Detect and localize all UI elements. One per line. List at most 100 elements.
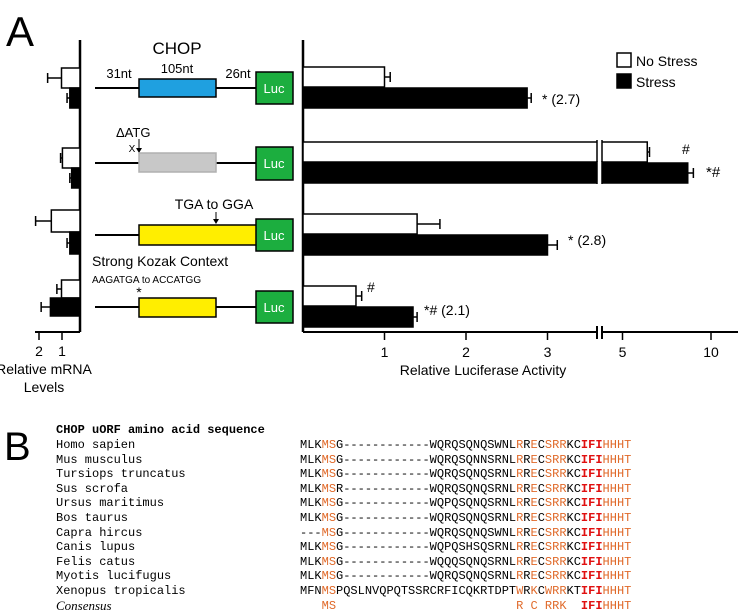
mrna-axis-label-2: Levels [24,379,64,395]
sequence: MLKMSG------------WQRQSQNQSRNLRRECSRRKCI… [300,569,632,584]
species-name: Felis catus [56,554,136,569]
mrna-bar-no-stress [60,67,81,89]
annotation-row4-stress: *# (2.1) [424,302,470,318]
annotation-row3-stress: * (2.8) [568,232,606,248]
luc-tick-label: 2 [462,344,470,360]
mrna-bar-stress [49,297,81,317]
len-31-label: 31nt [106,66,132,81]
mrna-bar-no-stress [61,147,81,169]
down-arrow-head-icon [136,148,142,153]
tga-gga-label: TGA to GGA [175,196,254,212]
mrna-bars [34,67,81,317]
luc-bar-no-stress [302,213,418,235]
uorf-box [138,152,217,173]
mrna-tick-label-1: 1 [58,343,66,359]
legend: No Stress Stress [616,52,697,90]
luc-bar-no-stress [302,66,386,88]
kozak-label: Strong Kozak Context [92,253,228,269]
len-26-label: 26nt [225,66,251,81]
annotation-row1-stress: * (2.7) [542,91,580,107]
sequence: MLKMSG------------WQPQSQNQSRNLRRECSRRKCI… [300,496,632,511]
x-mark: X [129,144,136,155]
sequence: MLKMSG------------WQRQSQNQSWNLRRECSRRKCI… [300,438,632,452]
panel-b-label: B [4,425,31,469]
mrna-bar-stress [69,231,81,255]
luc-bars [302,66,695,328]
annotation-row4-nostress: # [367,279,375,295]
luc-label: Luc [264,81,285,96]
mrna-bar-no-stress [50,209,81,233]
species-name: Ursus maritimus [56,496,165,511]
species-name: Xenopus tropicalis [56,584,186,598]
uorf-box [138,297,217,318]
luc-tick-label: 10 [703,344,719,360]
luc-bar-stress [302,306,414,328]
sequence: MLKMSG------------WQRQSQNNSRNLRRECSRRKCI… [300,452,632,467]
sequence: MLKMSR------------WQRQSQNQSRNLRRECSRRKCI… [300,481,632,496]
species-name: Canis lupus [56,540,136,555]
kozak-sub-label: AAGATGA to ACCATGG [92,275,201,286]
luc-bar-stress [302,234,549,256]
luc-ticks: 1 2 3 5 10 [381,332,719,360]
luc-tick-label: 5 [619,344,627,360]
constructs: CHOP 31nt 105nt 26nt Luc ΔATG X Luc TGA … [92,39,294,324]
sequence: MLKMSG------------WQRQSQNQSRNLRRECSRRKCI… [300,511,632,525]
construct-tga-gga: TGA to GGA Luc [95,196,294,252]
panel-a-label: A [6,8,34,55]
uorf-box [138,224,264,246]
len-105-label: 105nt [161,61,194,76]
legend-label-stress: Stress [636,74,676,90]
species-name: Bos taurus [56,511,129,525]
sequence: MFNMSPQSLNVQPQTSSRCRFICQKRTDPTWRKCWRRKTI… [300,584,632,598]
mrna-bar-stress [69,87,81,109]
sequence: MLKMSG------------WQPQSHSQSRNLRRECSRRKCI… [300,540,632,555]
species-name: Myotis lucifugus [56,569,172,584]
luc-bar-no-stress [302,141,648,163]
axis-break-gap [596,325,603,339]
luc-box [255,290,294,324]
luc-axis-label: Relative Luciferase Activity [400,362,567,378]
sequence: ---MSG------------WQRQSQNQSWNLRRECSRRKCI… [300,525,632,540]
mrna-bar-no-stress [60,279,81,299]
construct-chop: CHOP 31nt 105nt 26nt Luc [95,39,294,105]
alignment-title: CHOP uORF amino acid sequence [56,423,265,437]
mrna-bar-stress [70,167,81,189]
sequence: MLKMSG------------WQRQSQNQSRNLRRECSRRKCI… [300,467,632,482]
luc-bar-no-stress [302,285,357,307]
species-name: Sus scrofa [56,481,129,496]
construct-title: CHOP [152,39,201,58]
luciferase-chart: 1 2 3 5 10 Relative Luciferase Activity No S… [301,40,738,378]
legend-swatch-stress [616,73,632,89]
legend-label-no-stress: No Stress [636,53,697,69]
bar-break-gap [597,141,602,163]
luc-label: Luc [264,156,285,171]
luc-bar-stress [302,87,528,109]
down-arrow-head-icon [213,219,219,224]
luc-box [255,71,294,105]
mrna-tick-label-2: 2 [35,343,43,359]
annotation-row2-stress: *# [706,164,721,181]
delta-atg-label: ΔATG [116,125,150,140]
species-name: Mus musculus [56,452,143,467]
bar-break-gap [597,162,602,184]
species-name: Capra hircus [56,525,143,540]
luc-tick-label: 3 [544,344,552,360]
kozak-star: * [136,284,142,300]
luc-box [255,146,294,181]
legend-swatch-no-stress [616,52,632,68]
species-name: Homo sapien [56,438,136,452]
construct-delta-atg: ΔATG X Luc [95,125,294,181]
species-name: Tursiops truncatus [56,467,186,482]
luc-label: Luc [264,300,285,315]
mrna-axis-label-1: Relative mRNA [0,361,93,377]
sequence: MS R C RRK IFIHHHT [321,598,632,613]
luc-box [255,218,294,252]
construct-strong-kozak: Strong Kozak Context AAGATGA to ACCATGG … [92,253,294,324]
sequence: MLKMSG------------WQQQSQNQSRNLRRECSRRKCI… [300,554,632,569]
uorf-box [138,78,217,98]
luc-bar-stress [302,162,689,184]
luc-label: Luc [264,228,285,243]
annotation-row2-nostress: # [682,141,690,157]
luc-tick-label: 1 [381,344,389,360]
